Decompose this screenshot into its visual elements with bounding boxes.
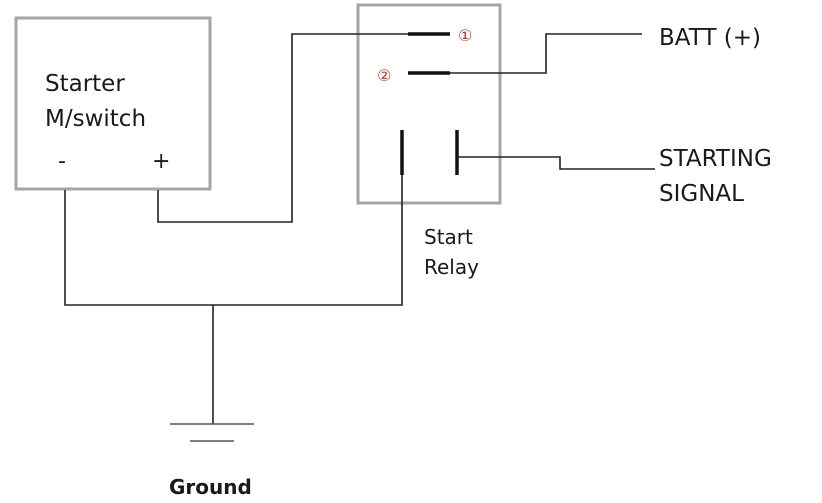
ground-symbol	[170, 423, 254, 442]
wire-relay-coil-to-ground	[213, 175, 403, 306]
wire-starter-minus-to-ground	[64, 190, 213, 306]
starting-signal-label-line2: SIGNAL	[659, 181, 744, 207]
wire-coil-to-starting-signal	[457, 156, 655, 170]
batt-label: BATT (+)	[659, 25, 761, 51]
starter-plus-terminal: +	[152, 149, 170, 174]
wire-pin2-to-batt	[450, 33, 642, 74]
starter-label-line1: Starter	[45, 71, 125, 97]
relay-pin2-number: ②	[377, 66, 391, 85]
start-relay-box	[356, 3, 502, 205]
relay-label-line2: Relay	[424, 255, 479, 279]
starter-label-line2: M/switch	[45, 106, 146, 132]
wire-starter-plus-to-pin1	[157, 33, 408, 223]
starter-switch-box	[14, 16, 212, 191]
relay-label-line1: Start	[424, 225, 473, 249]
relay-pin1-number: ①	[458, 26, 472, 45]
starter-minus-terminal: -	[58, 149, 66, 174]
starting-signal-label-line1: STARTING	[659, 146, 772, 172]
ground-label: Ground	[169, 475, 252, 499]
